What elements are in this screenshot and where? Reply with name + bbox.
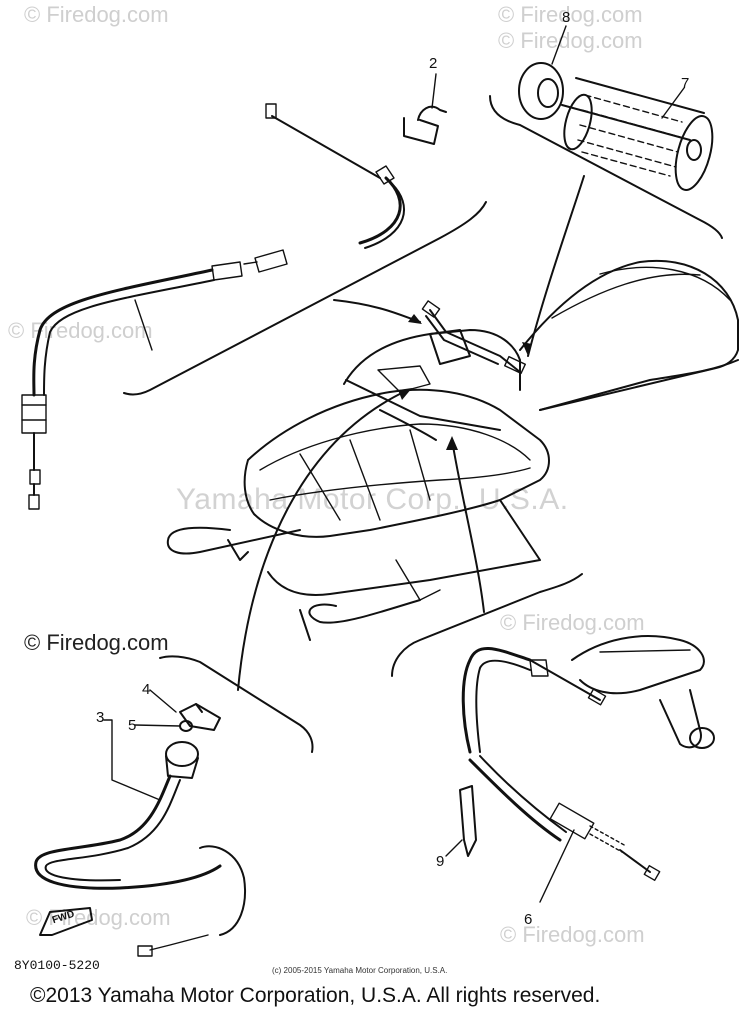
watermark-mid-right: © Firedog.com: [500, 610, 645, 635]
arrow-ignition: [237, 389, 409, 691]
watermark-mid-left: © Firedog.com: [8, 318, 153, 343]
callout-2: 2: [429, 55, 438, 72]
callout-8: 8: [562, 9, 571, 26]
arrow-brake: [451, 439, 485, 613]
bracket-upper-left: [123, 201, 487, 396]
watermark-dark-left: © Firedog.com: [24, 630, 169, 655]
bracket-lower-right: [391, 573, 583, 677]
brake-cable-drawing: [445, 635, 715, 903]
callout-5: 5: [128, 717, 137, 734]
snowmobile-drawing: [166, 259, 739, 641]
watermark-top-left: © Firedog.com: [24, 2, 169, 27]
callout-7: 7: [681, 75, 690, 92]
callout-3: 3: [96, 709, 105, 726]
watermark-top-right-2: © Firedog.com: [498, 28, 643, 53]
callout-4: 4: [142, 681, 151, 698]
ignition-switch-drawing: [34, 689, 246, 957]
callout-9: 9: [436, 853, 445, 870]
small-copyright: (c) 2005-2015 Yamaha Motor Corporation, …: [272, 966, 448, 975]
callout-6: 6: [524, 911, 533, 928]
leader-throttle: [333, 299, 421, 323]
footer-copyright: ©2013 Yamaha Motor Corporation, U.S.A. A…: [30, 984, 601, 1007]
part-number: 8Y0100-5220: [14, 958, 100, 973]
watermark-bottom-left: © Firedog.com: [26, 905, 171, 930]
throttle-cable-drawing: [21, 103, 406, 510]
watermark-bottom-right: © Firedog.com: [500, 922, 645, 947]
watermark-top-right: © Firedog.com: [498, 2, 643, 27]
clip-part-2: [403, 73, 447, 145]
bracket-lower-left: [159, 655, 314, 753]
